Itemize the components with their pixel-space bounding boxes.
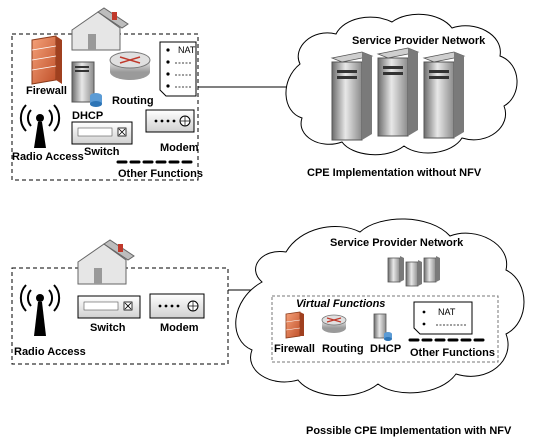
top-radio-access-label: Radio Access [12,151,84,163]
top-radio-tower-icon [19,104,61,148]
bottom-routing-label: Routing [322,343,364,355]
top-modem-label: Modem [160,142,199,154]
bottom-radio-access-label: Radio Access [14,346,86,358]
bottom-cloud-title: Service Provider Network [330,237,464,249]
bottom-dhcp-label: DHCP [370,343,401,355]
bottom-modem-icon [149,293,205,319]
bottom-server-3-icon [423,256,440,283]
bottom-firewall-icon [285,311,304,339]
bottom-modem-label: Modem [160,322,199,334]
virtual-functions-title: Virtual Functions [296,298,385,310]
bottom-radio-tower-icon [19,284,61,336]
top-caption: CPE Implementation without NFV [307,167,482,179]
top-dhcp-server-icon [71,61,102,107]
top-server-2-icon [376,47,420,137]
bottom-dhcp-server-icon [373,313,392,341]
virtual-functions-box [271,295,499,363]
top-switch-icon [71,121,133,145]
top-other-functions-label: Other Functions [118,168,203,180]
top-server-3-icon [422,51,466,139]
bottom-caption: Possible CPE Implementation with NFV [306,425,512,437]
top-dhcp-label: DHCP [72,110,103,122]
bottom-router-icon [321,314,347,333]
bottom-nat-label: NAT [438,307,456,317]
bottom-server-2-icon [405,260,422,287]
bottom-other-functions-label: Other Functions [410,347,495,359]
top-nat-label: NAT [178,45,196,55]
bottom-server-1-icon [387,256,404,283]
top-house-icon [71,7,129,51]
bottom-switch-icon [77,295,141,319]
bottom-switch-label: Switch [90,322,126,334]
top-firewall-label: Firewall [26,85,67,97]
top-cloud-title: Service Provider Network [352,35,486,47]
top-modem-icon [145,109,195,133]
top-server-1-icon [330,51,374,141]
bottom-cloud-shape [235,218,525,397]
bottom-nat-card [413,301,473,335]
top-firewall-icon [31,35,62,85]
bottom-house-icon [77,239,135,285]
top-router-icon [109,51,151,80]
top-routing-label: Routing [112,95,154,107]
bottom-firewall-label: Firewall [274,343,315,355]
top-switch-label: Switch [84,146,120,158]
top-nat-card [159,41,197,97]
